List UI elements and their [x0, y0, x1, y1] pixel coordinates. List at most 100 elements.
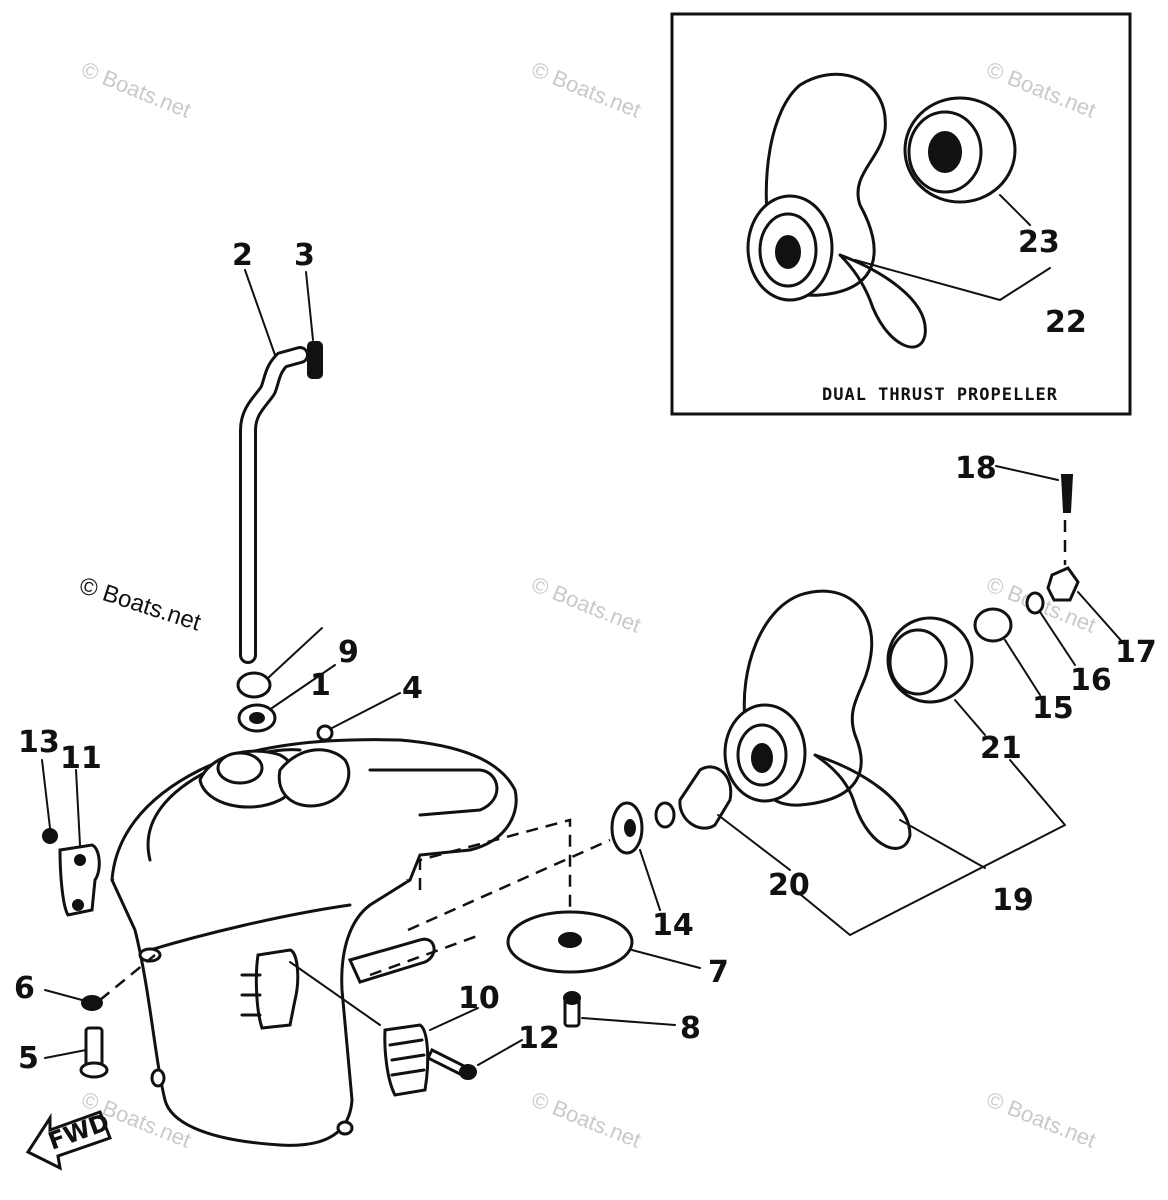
- inset-hub-bore: [775, 235, 801, 269]
- thrust-washer-14: [610, 801, 661, 911]
- callout-2: 2: [232, 238, 253, 273]
- watermark: © Boats.net: [78, 56, 194, 122]
- leader-7: [631, 949, 701, 969]
- propeller-blade-lower: [813, 753, 912, 850]
- dash-line-6: [99, 954, 156, 1001]
- inset-caption: DUAL THRUST PROPELLER: [822, 385, 1058, 405]
- leader-3: [305, 271, 314, 341]
- spacer: [678, 765, 733, 830]
- leader-20a: [717, 814, 791, 871]
- dash-line-10: [289, 961, 381, 1026]
- screw-4: [316, 724, 334, 742]
- callout-22: 22: [1045, 305, 1087, 340]
- callout-13: 13: [18, 725, 60, 760]
- bolt-8-head: [563, 991, 581, 1005]
- cotter-pin-18: [1060, 474, 1074, 513]
- washer-6: [81, 995, 103, 1011]
- trim-plate-fins: [240, 973, 262, 1017]
- thrust-hub-21: [886, 616, 986, 736]
- callout-18: 18: [955, 451, 997, 486]
- thrust-hub-face: [888, 628, 948, 696]
- callout-14: 14: [652, 908, 694, 943]
- leader-20-21-bracket: [794, 759, 1066, 936]
- anode-10-ribs: [388, 1038, 426, 1077]
- leader-23: [999, 194, 1031, 226]
- pump-impeller-cover: [216, 751, 264, 785]
- callout-15: 15: [1032, 691, 1074, 726]
- anode-11-hole: [74, 854, 86, 866]
- callout-23: 23: [1018, 225, 1060, 260]
- callout-10: 10: [458, 981, 500, 1016]
- leader-4: [331, 692, 401, 729]
- leader-13: [41, 759, 51, 829]
- thrust-washer-hole: [624, 819, 636, 837]
- assembly-lines: [369, 818, 611, 977]
- callout-11: 11: [60, 741, 102, 776]
- anode-10: [383, 1023, 430, 1097]
- spacer-20: [654, 759, 1066, 936]
- inset-hub-ring: [758, 212, 818, 288]
- case-drain-screw: [150, 1068, 166, 1088]
- fwd-arrow: [25, 1110, 112, 1171]
- trim-tab-parts: [240, 948, 523, 1097]
- watermark-dark: © Boats.net: [76, 572, 204, 637]
- leader-14: [639, 849, 661, 911]
- leader-18: [995, 465, 1059, 481]
- gear-case-seam: [148, 903, 352, 952]
- inset-propeller-lower-blade: [838, 253, 927, 349]
- leader-22: [854, 259, 1051, 301]
- spacer-nose: [654, 801, 676, 829]
- plate-7-hole: [558, 932, 582, 948]
- gear-case: [110, 738, 518, 1147]
- leader-1: [267, 627, 323, 679]
- leader-11: [75, 769, 81, 846]
- watermark: © Boats.net: [528, 1086, 644, 1152]
- case-skeg-screw: [336, 1120, 354, 1136]
- callout-5: 5: [18, 1041, 39, 1076]
- leader-21: [954, 699, 986, 736]
- leader-15: [1004, 639, 1041, 696]
- leader-9: [271, 664, 336, 709]
- leader-6: [44, 989, 83, 1001]
- anode-11: [58, 843, 101, 917]
- inset-thrust-hub-bore: [928, 131, 962, 173]
- dash-line-shaft-2: [407, 838, 611, 932]
- bolt-5-head: [79, 1061, 109, 1079]
- leader-12: [477, 1039, 523, 1066]
- callout-12: 12: [518, 1021, 560, 1056]
- leader-5: [44, 1049, 87, 1059]
- callout-19: 19: [992, 883, 1034, 918]
- leader-17: [1077, 591, 1126, 646]
- case-bolt-hole: [138, 947, 162, 963]
- leader-19: [899, 819, 986, 869]
- bolt-12-head: [459, 1064, 477, 1080]
- callout-17: 17: [1115, 635, 1157, 670]
- plate-parts: [506, 910, 701, 1028]
- callout-16: 16: [1070, 663, 1112, 698]
- water-tube-inner: [242, 349, 306, 661]
- leader-2: [244, 269, 276, 356]
- nut-17: [1046, 566, 1080, 602]
- watermark: © Boats.net: [528, 571, 644, 637]
- washer-16: [1025, 591, 1045, 615]
- pump-base: [277, 748, 351, 808]
- water-tube-assembly: [236, 269, 401, 742]
- cavitation-plate: [368, 768, 499, 817]
- leader-16: [1039, 611, 1076, 666]
- watermark: © Boats.net: [983, 1086, 1099, 1152]
- callout-3: 3: [294, 238, 315, 273]
- inset-frame: [670, 12, 1132, 416]
- propeller-fasteners: [973, 465, 1126, 696]
- callout-7: 7: [708, 955, 729, 990]
- grommet-3: [307, 341, 323, 379]
- callout-9: 9: [338, 635, 359, 670]
- callout-6: 6: [14, 971, 35, 1006]
- callout-20: 20: [768, 868, 810, 903]
- leader-8: [581, 1017, 676, 1026]
- callout-8: 8: [680, 1011, 701, 1046]
- callout-21: 21: [980, 731, 1022, 766]
- propeller-hub-ring: [736, 723, 788, 787]
- callout-labels: 1 2 3 4 5 6 7 8 9 10 11 12 13 14 15 16 1…: [14, 225, 1157, 1076]
- propeller-shaft: [347, 937, 436, 984]
